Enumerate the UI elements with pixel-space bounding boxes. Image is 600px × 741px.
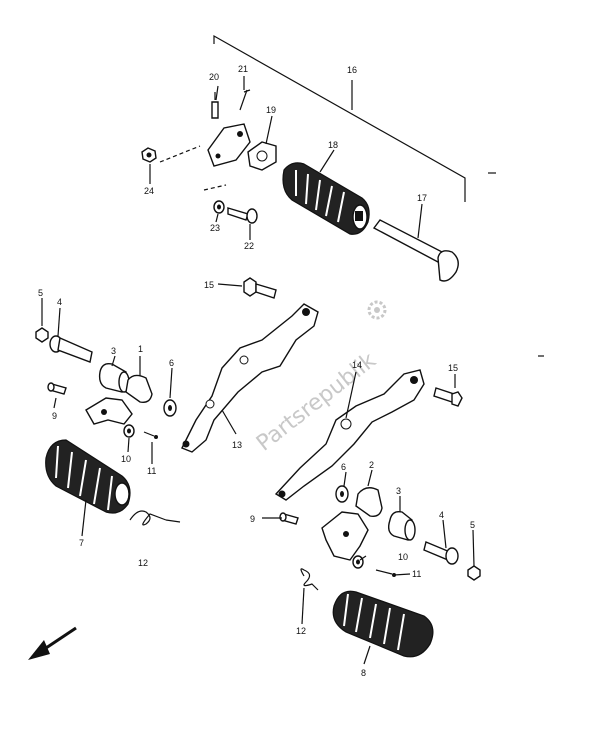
part-12-spring-left — [129, 510, 167, 526]
part-9-pin-right — [279, 512, 299, 525]
callout-11-left: 11 — [147, 466, 156, 476]
callout-13: 13 — [232, 440, 242, 450]
part-23-washer — [203, 184, 227, 214]
part-10-washer-right — [352, 555, 364, 569]
callout-18: 18 — [328, 140, 338, 150]
callout-19: 19 — [266, 105, 276, 115]
part-15-bolt-upper — [243, 277, 277, 299]
callout-2: 2 — [369, 460, 374, 470]
part-17-shaft — [372, 219, 459, 282]
part-3-bush-left — [98, 362, 130, 393]
part-20-bolt — [211, 92, 219, 119]
part-11-cotter-left — [143, 431, 158, 439]
callout-5-left: 5 — [38, 288, 43, 298]
part-19-spacer — [247, 141, 277, 171]
callout-15-upper: 15 — [204, 280, 214, 290]
part-4-bolt-right — [423, 541, 459, 565]
callout-12-left: 12 — [138, 558, 148, 568]
callout-6-right: 6 — [341, 462, 346, 472]
part-15-bolt-right — [433, 387, 463, 407]
part-12-spring-right — [300, 568, 319, 591]
callout-16: 16 — [347, 65, 357, 75]
callout-10-left: 10 — [121, 454, 131, 464]
part-6-washer-left — [163, 399, 177, 417]
part-7-rubber-left — [45, 439, 131, 514]
callout-24: 24 — [144, 186, 154, 196]
callout-20: 20 — [209, 72, 219, 82]
front-direction-arrow-icon — [28, 626, 77, 660]
callout-4-left: 4 — [57, 297, 62, 307]
part-4-bolt-left — [49, 335, 93, 363]
callout-7: 7 — [79, 538, 84, 548]
group-16-bracket — [213, 34, 466, 202]
callout-6-left: 6 — [169, 358, 174, 368]
part-3-bush-right — [387, 510, 416, 541]
callout-23: 23 — [210, 223, 220, 233]
part-5-nut-left — [35, 327, 49, 343]
part-13-left-bracket — [181, 303, 319, 453]
part-14-right-bracket — [274, 369, 425, 501]
part-9-pin-left — [47, 382, 67, 395]
part-18-rubber — [282, 162, 370, 235]
part-6-washer-right — [335, 485, 349, 503]
callout-3-right: 3 — [396, 486, 401, 496]
callout-4-right: 4 — [439, 510, 444, 520]
callout-15-right: 15 — [448, 363, 458, 373]
callout-14: 14 — [352, 360, 362, 370]
callout-22: 22 — [244, 241, 254, 251]
part-21-pin — [239, 89, 251, 111]
part-11-cotter-right — [375, 569, 396, 577]
callout-17: 17 — [417, 193, 427, 203]
callout-1: 1 — [138, 344, 143, 354]
callout-8: 8 — [361, 668, 366, 678]
part-24-nut — [141, 145, 201, 163]
rear-bracket-plate — [207, 123, 251, 167]
callout-11-right: 11 — [412, 569, 421, 579]
callout-21: 21 — [238, 64, 248, 74]
part-22-bolt — [227, 207, 258, 224]
part-2-holder — [321, 487, 383, 561]
callout-labels: 16 20 21 19 18 17 24 23 22 15 5 4 3 1 6 … — [38, 64, 475, 678]
part-1-holder — [85, 374, 153, 425]
leader-lines — [41, 76, 475, 665]
gear-logo-icon — [367, 300, 387, 320]
callout-3-left: 3 — [111, 346, 116, 356]
part-8-rubber-right — [332, 590, 434, 658]
callout-9-right: 9 — [250, 514, 255, 524]
callout-5-right: 5 — [470, 520, 475, 530]
callout-10-right: 10 — [398, 552, 408, 562]
callout-9-left: 9 — [52, 411, 57, 421]
callout-12-right: 12 — [296, 626, 306, 636]
part-10-washer-left — [123, 424, 135, 438]
part-5-nut-right — [467, 565, 481, 581]
